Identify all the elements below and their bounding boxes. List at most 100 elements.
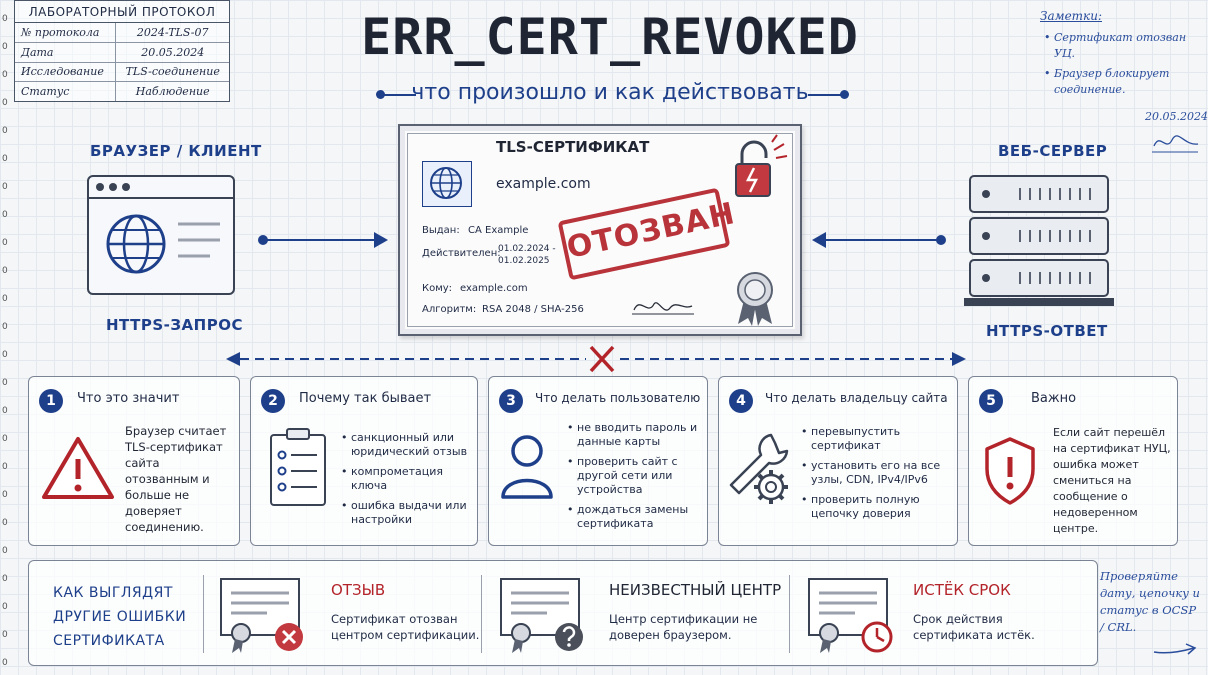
main-title: ERR_CERT_REVOKED (361, 8, 859, 66)
cert-signature-icon (632, 302, 694, 315)
list-item: ошибка выдачи или настройки (339, 499, 473, 527)
blocked-connection-line (226, 352, 966, 366)
cert-algo-value: RSA 2048 / SHA-256 (482, 304, 584, 315)
cert-valid-from: 01.02.2024 - (498, 244, 556, 254)
box-title: Что делать владельцу сайта (765, 391, 948, 405)
list-item: дождаться замены сертификата (565, 503, 703, 531)
note-item: Браузер блокирует соединение. (1044, 66, 1200, 98)
margin-numbers: 0 0 0 0 0 0 0 0 0 0 0 0 0 0 0 0 0 0 0 0 … (2, 14, 8, 668)
box-title: Что это значит (77, 391, 180, 406)
browser-window-icon (87, 175, 235, 295)
cert-globe-icon (422, 161, 472, 207)
server-label: ВЕБ-СЕРВЕР (998, 142, 1108, 160)
cert-valid-label: Действителен: (422, 248, 501, 259)
divider (789, 575, 790, 653)
divider (203, 575, 204, 653)
warning-triangle-icon (42, 437, 114, 499)
cert-domain: example.com (496, 176, 591, 192)
server-rack-icon (964, 175, 1114, 306)
box-number: 4 (729, 389, 753, 413)
blocked-x-icon (589, 345, 615, 373)
box-title: Что делать пользователю (535, 391, 701, 405)
cert-algo-label: Алгоритм: (422, 304, 477, 315)
list-item: перевыпустить сертификат (799, 425, 953, 453)
subtitle-dot-right (840, 90, 849, 99)
other-error-title: ИСТЁК СРОК (913, 581, 1011, 599)
notes-list: Сертификат отозван УЦ. Браузер блокирует… (1040, 30, 1200, 98)
client-caption: HTTPS-ЗАПРОС (106, 316, 243, 334)
subtitle-line-left (380, 94, 416, 96)
arrow-start-dot (258, 235, 268, 245)
other-error-text: Срок действия сертификата истёк. (913, 612, 1035, 642)
list-item: компрометация ключа (339, 465, 473, 493)
list-item: проверить полную цепочку доверия (799, 493, 953, 521)
other-errors-heading: КАК ВЫГЛЯДЯТ ДРУГИЕ ОШИБКИ СЕРТИФИКАТА (53, 585, 187, 649)
wrench-gear-icon (729, 433, 789, 504)
client-label: БРАУЗЕР / КЛИЕНТ (90, 142, 262, 160)
divider (481, 575, 482, 653)
broken-lock-icon (735, 134, 788, 197)
tls-certificate: TLS-СЕРТИФИКАТ example.com Выдан: CA Exa… (398, 124, 802, 336)
note-date: 20.05.2024 (1145, 110, 1208, 123)
box-number: 5 (979, 389, 1003, 413)
arrow-head-left-icon (812, 232, 826, 248)
notes-title: Заметки: (1040, 9, 1102, 23)
response-arrow (824, 239, 938, 241)
server-caption: HTTPS-ОТВЕТ (986, 322, 1108, 340)
info-box-reasons: 2 Почему так бывает санкционный или юрид… (250, 376, 478, 546)
box-text: Если сайт перешёл на сертификат НУЦ, оши… (1053, 426, 1171, 535)
note-arrow-icon (1153, 643, 1197, 655)
box-title: Важно (1031, 391, 1077, 406)
box-text: Браузер считает TLS-сертификат сайта ото… (125, 424, 227, 534)
cert-valid-to: 01.02.2025 (498, 256, 550, 266)
subtitle: что произошло и как действовать (411, 80, 809, 105)
user-icon (501, 435, 553, 499)
box-title: Почему так бывает (299, 391, 432, 406)
info-box-important: 5 Важно Если сайт перешёл на сертификат … (968, 376, 1178, 546)
box-number: 3 (499, 389, 523, 413)
list-item: установить его на все узлы, CDN, IPv4/IP… (799, 459, 953, 487)
other-error-title: ОТЗЫВ (331, 581, 386, 599)
list-item: санкционный или юридический отзыв (339, 431, 473, 459)
cert-title: TLS-СЕРТИФИКАТ (496, 138, 650, 156)
shield-icon (985, 437, 1035, 505)
clipboard-icon (270, 428, 326, 506)
box-number: 2 (261, 389, 285, 413)
other-error-title: НЕИЗВЕСТНЫЙ ЦЕНТР (609, 581, 782, 599)
reasons-list: санкционный или юридический отзыв компро… (339, 431, 473, 533)
cert-to-value: example.com (460, 283, 528, 294)
user-actions-list: не вводить пароль и данные карты провери… (565, 421, 703, 537)
handwritten-note: Проверяйте дату, цепочку и статус в OCSP… (1100, 569, 1200, 634)
subtitle-dot-left (376, 90, 385, 99)
other-error-text: Сертификат отозван центром сертификации. (331, 612, 480, 642)
note-item: Сертификат отозван УЦ. (1044, 30, 1200, 62)
cert-expired-icon (808, 578, 893, 653)
info-box-owner: 4 Что делать владельцу сайта перевыпусти… (718, 376, 958, 546)
signature-icon (1152, 135, 1199, 153)
cert-seal-icon (737, 272, 773, 326)
subtitle-line-right (808, 94, 844, 96)
cert-revoked-icon (220, 578, 303, 653)
list-item: проверить сайт с другой сети или устройс… (565, 455, 703, 497)
owner-actions-list: перевыпустить сертификат установить его … (799, 425, 953, 527)
cert-unknown-icon (500, 578, 583, 653)
notes: Заметки: Сертификат отозван УЦ. Браузер … (1040, 8, 1200, 102)
arrow-end-dot (936, 235, 946, 245)
cert-issued-label: Выдан: (422, 225, 460, 236)
other-errors-panel: КАК ВЫГЛЯДЯТ ДРУГИЕ ОШИБКИ СЕРТИФИКАТА О… (28, 560, 1098, 666)
list-item: не вводить пароль и данные карты (565, 421, 703, 449)
box-number: 1 (39, 389, 63, 413)
cert-to-label: Кому: (422, 283, 453, 294)
other-error-text: Центр сертификации не доверен браузером. (609, 612, 758, 642)
cert-issued-value: CA Example (468, 225, 529, 236)
protocol-title: ЛАБОРАТОРНЫЙ ПРОТОКОЛ (15, 1, 229, 23)
info-box-meaning: 1 Что это значит Браузер считает TLS-сер… (28, 376, 240, 546)
info-box-user: 3 Что делать пользователю не вводить пар… (488, 376, 708, 546)
request-arrow (266, 239, 378, 241)
